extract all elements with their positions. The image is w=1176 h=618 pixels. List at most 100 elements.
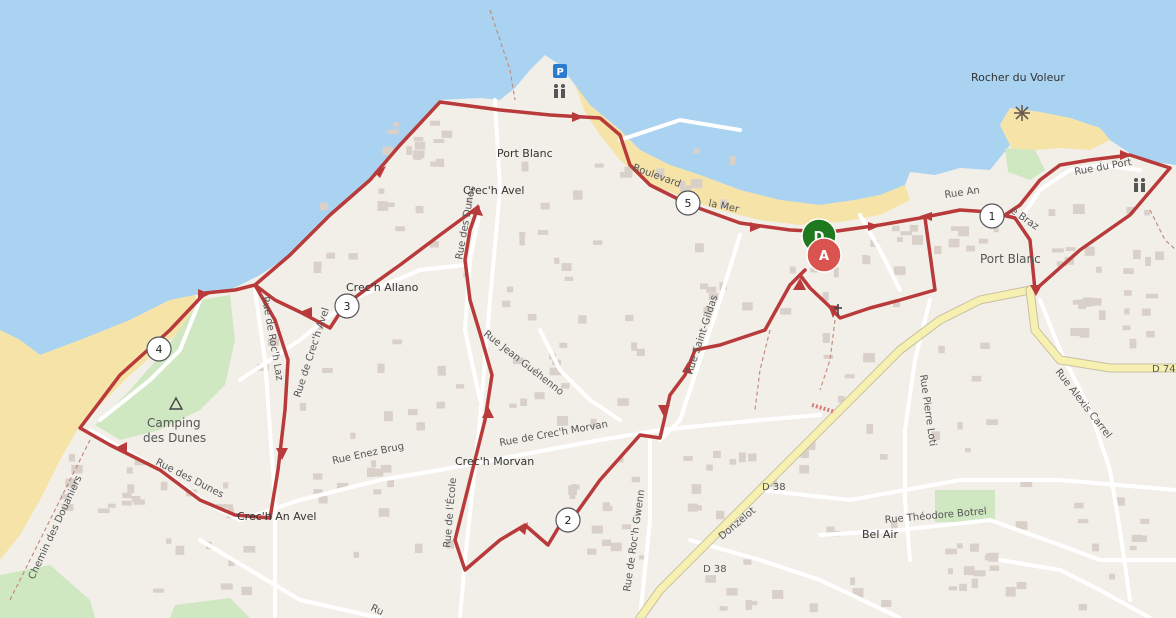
waypoint-3[interactable]: 3 xyxy=(334,293,360,319)
building xyxy=(568,485,577,496)
building xyxy=(1135,535,1147,542)
building xyxy=(625,314,634,322)
building xyxy=(446,540,454,549)
place-label-crech-avel: Crec'h Avel xyxy=(463,184,524,197)
building xyxy=(65,478,77,488)
building xyxy=(749,601,758,606)
building xyxy=(395,226,406,232)
building xyxy=(348,253,358,260)
building xyxy=(1090,298,1102,306)
building xyxy=(1016,581,1027,590)
building xyxy=(527,314,537,321)
building xyxy=(726,587,738,596)
building xyxy=(729,156,736,165)
building xyxy=(988,552,999,562)
building xyxy=(381,201,389,211)
building xyxy=(799,465,810,474)
building xyxy=(948,238,960,248)
building xyxy=(601,539,612,547)
building xyxy=(587,548,597,555)
building xyxy=(313,267,322,274)
building xyxy=(700,283,708,290)
building xyxy=(573,484,580,490)
building xyxy=(720,199,727,209)
building xyxy=(413,137,424,141)
building xyxy=(881,600,892,607)
beach-west xyxy=(0,295,200,560)
building xyxy=(708,293,719,301)
building xyxy=(436,401,446,409)
building xyxy=(1020,482,1033,488)
building xyxy=(502,300,511,308)
waypoint-4[interactable]: 4 xyxy=(146,336,172,362)
building xyxy=(556,416,569,426)
building xyxy=(1129,338,1137,349)
building xyxy=(748,453,757,462)
waypoint-5[interactable]: 5 xyxy=(675,190,701,216)
building xyxy=(1123,268,1134,274)
building xyxy=(121,500,132,506)
building xyxy=(963,566,974,575)
building xyxy=(537,230,549,235)
building xyxy=(1048,209,1056,216)
building xyxy=(519,236,525,246)
viewpoint-icon[interactable] xyxy=(1014,105,1030,121)
building xyxy=(1015,521,1028,530)
building xyxy=(429,120,441,126)
building xyxy=(810,268,818,273)
building xyxy=(97,508,110,514)
building xyxy=(134,459,146,466)
place-label-bel-air: Bel Air xyxy=(862,528,898,541)
building xyxy=(1005,587,1016,597)
building xyxy=(561,263,572,271)
road-hatch xyxy=(811,403,836,414)
building xyxy=(416,422,425,431)
building xyxy=(971,578,978,589)
building xyxy=(945,548,957,555)
building xyxy=(973,570,986,577)
building xyxy=(706,286,717,293)
building xyxy=(964,448,971,453)
building xyxy=(414,141,426,150)
toilets-icon[interactable] xyxy=(554,84,565,98)
building xyxy=(679,181,686,188)
building xyxy=(1122,325,1131,331)
building xyxy=(892,300,900,308)
building xyxy=(1051,248,1064,253)
end-marker[interactable]: A xyxy=(806,237,842,273)
building xyxy=(951,226,959,231)
waypoint-1[interactable]: 1 xyxy=(979,203,1005,229)
building xyxy=(1079,328,1090,338)
building xyxy=(456,384,465,389)
building xyxy=(826,526,835,537)
building xyxy=(683,456,693,461)
toilets-icon-east[interactable] xyxy=(1134,178,1145,192)
waypoint-2[interactable]: 2 xyxy=(555,507,581,533)
building xyxy=(1099,310,1106,320)
building xyxy=(1072,204,1085,214)
building xyxy=(631,342,638,351)
building xyxy=(593,240,603,245)
building xyxy=(512,357,524,365)
building xyxy=(986,419,998,426)
building xyxy=(1145,256,1151,266)
building xyxy=(686,185,692,191)
building xyxy=(938,345,945,354)
building xyxy=(729,459,737,465)
building xyxy=(912,235,923,245)
building xyxy=(1072,299,1080,305)
building xyxy=(380,464,392,473)
campsite-icon[interactable] xyxy=(168,396,184,410)
church-icon[interactable] xyxy=(834,304,842,316)
building xyxy=(822,333,830,343)
building xyxy=(572,190,583,200)
building xyxy=(742,302,753,311)
building xyxy=(1140,518,1150,524)
parking-icon[interactable]: P xyxy=(553,64,567,78)
building xyxy=(1146,330,1155,338)
place-label-port-blanc-east: Port Blanc xyxy=(980,252,1041,266)
building xyxy=(1078,299,1087,309)
building xyxy=(866,424,874,434)
